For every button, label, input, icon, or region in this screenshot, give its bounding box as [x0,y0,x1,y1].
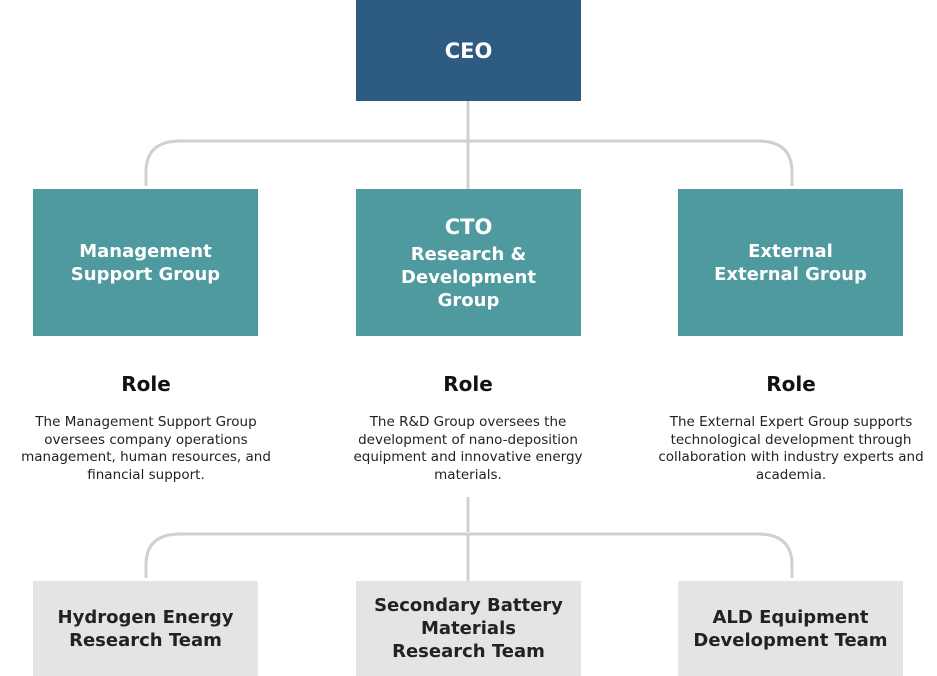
cto-label: CTO [444,215,493,239]
secondary-battery-team-box: Secondary Battery Materials Research Tea… [356,581,581,676]
role-description: The External Expert Group supports techn… [658,414,924,483]
ceo-connector [144,101,794,189]
team-label: Secondary Battery Materials Research Tea… [374,595,563,662]
role-description: The Management Support Group oversees co… [21,414,271,483]
management-support-group-box: Management Support Group [33,189,258,336]
role-description: The R&D Group oversees the development o… [353,414,583,483]
team-label: ALD Equipment Development Team [693,606,888,651]
group-label: External External Group [714,240,867,285]
role-title: Role [443,372,493,396]
team-connector [144,497,794,581]
ald-equipment-team-box: ALD Equipment Development Team [678,581,903,676]
role-title: Role [766,372,816,396]
group-label: Research & Development Group [401,244,536,311]
hydrogen-energy-team-box: Hydrogen Energy Research Team [33,581,258,676]
role-title: Role [121,372,171,396]
ceo-box: CEO [356,0,581,101]
rnd-group-box: CTO Research & Development Group [356,189,581,336]
group-label: Management Support Group [70,240,221,285]
external-group-box: External External Group [678,189,903,336]
ceo-label: CEO [444,38,493,63]
team-label: Hydrogen Energy Research Team [57,606,234,651]
